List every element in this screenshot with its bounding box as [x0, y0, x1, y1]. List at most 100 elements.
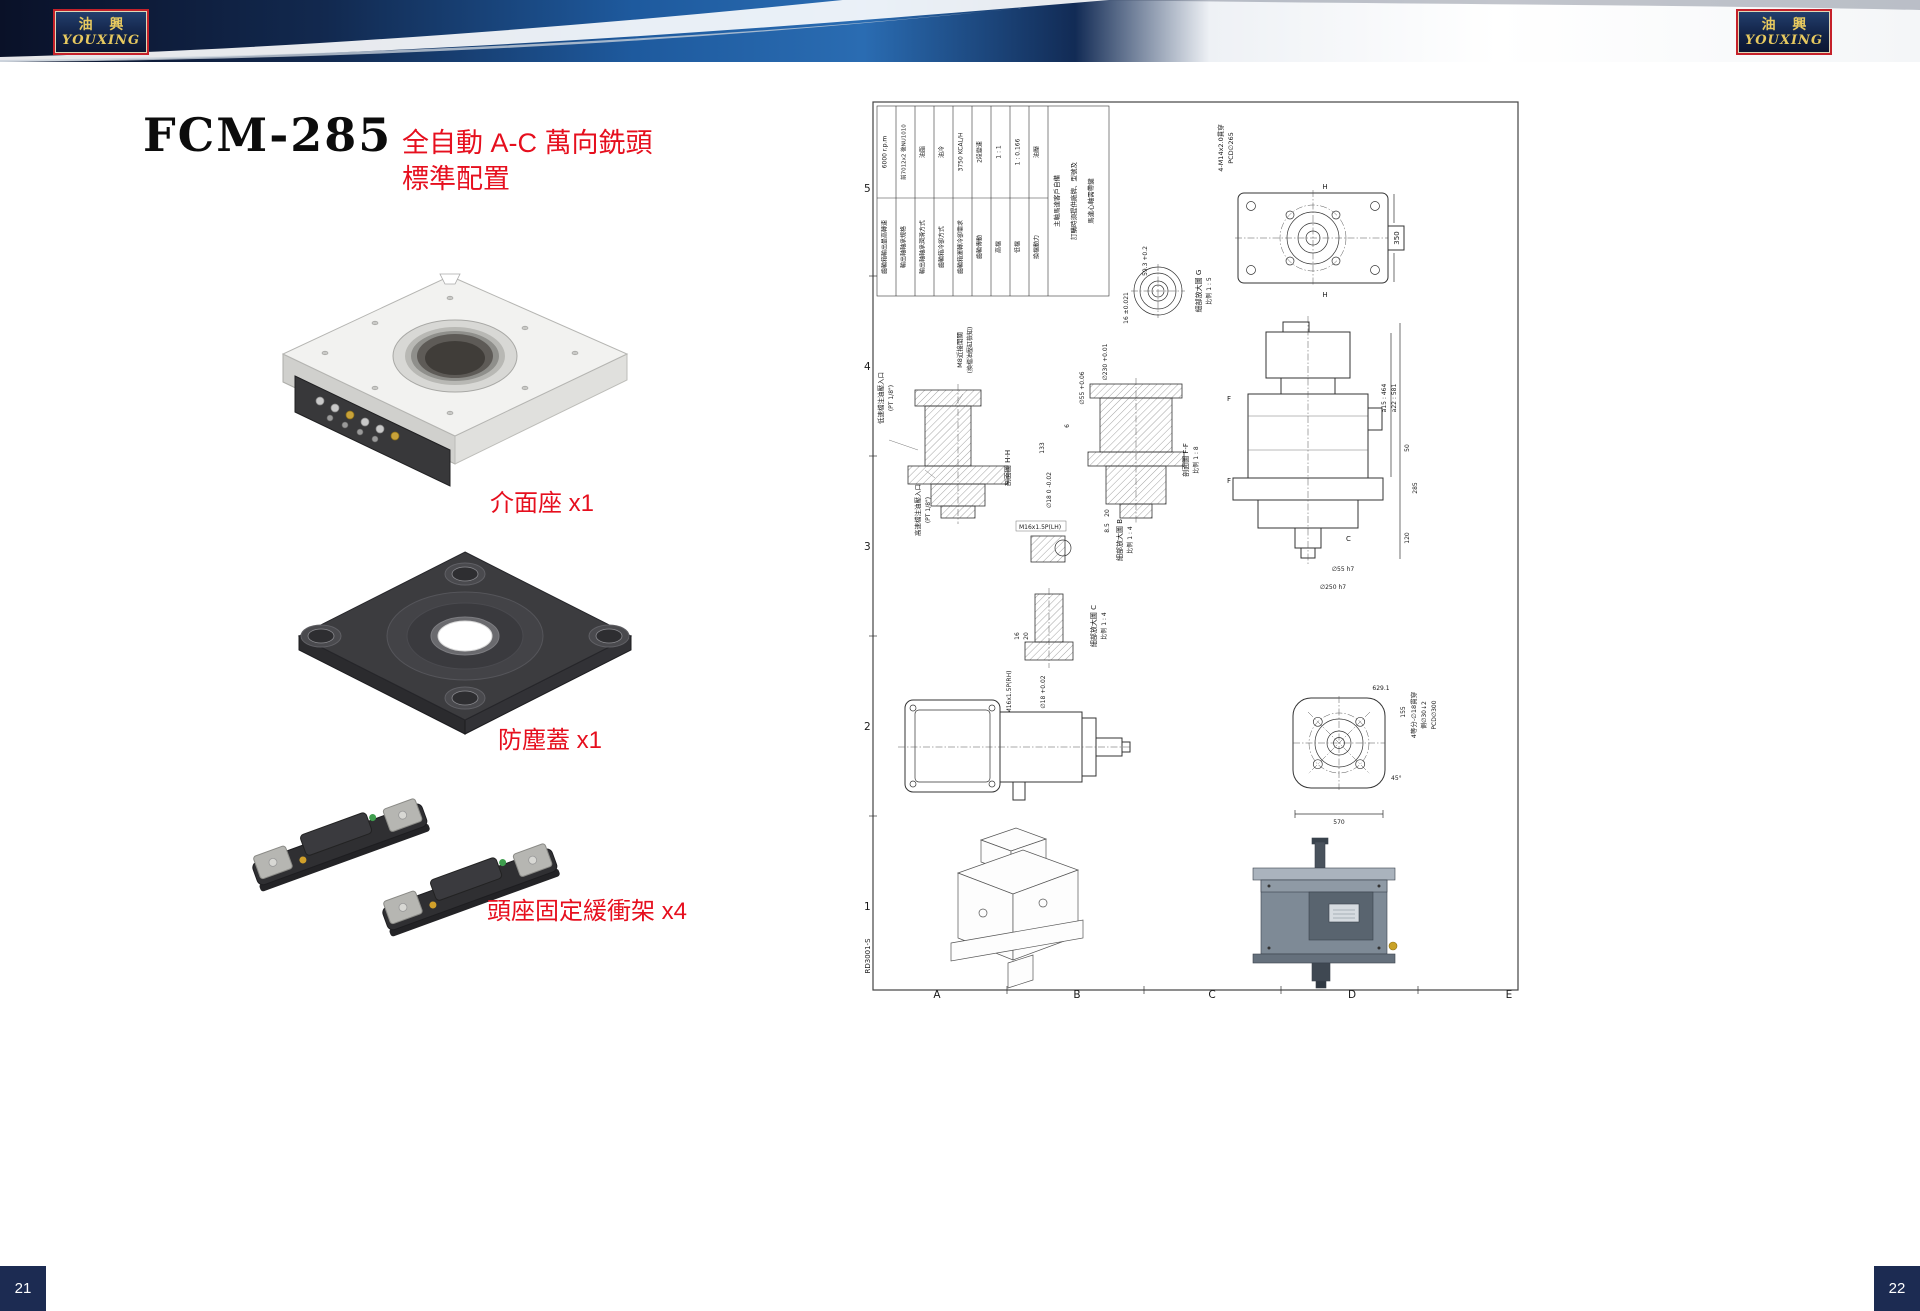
- product-label: 防塵蓋 x1: [498, 727, 603, 754]
- front-view: [898, 699, 1131, 801]
- detail-g-view: 59.3 +0.2 16 ±0.021 細部放大圖 G 比例 1 : 5: [1123, 246, 1213, 324]
- brand-name-en: YOUXING: [1744, 32, 1824, 48]
- callout-dim: 59.3 +0.2: [1142, 246, 1149, 276]
- callout-dim: 350: [1393, 231, 1401, 244]
- buffer-bracket-figure: [252, 798, 560, 937]
- spec-value: 前7012x2 後NU1010: [900, 124, 908, 180]
- view-title: 細部放大圖 C: [1089, 605, 1098, 647]
- doc-code: RD3001-S: [864, 938, 872, 974]
- detail-c-view: 16 20 細部放大圖 C 比例 1 : 4 M16x1.5P(RH) ∅18 …: [1006, 588, 1108, 713]
- callout-dim: 285: [1412, 482, 1419, 494]
- callout-dia: ∅55 +0.06: [1079, 371, 1086, 404]
- spec-table: 6000 r.p.m 前7012x2 後NU1010 油脂 油冷 3750 KC…: [876, 105, 1110, 297]
- spec-note: 主軸馬達客戶自備: [1052, 175, 1061, 228]
- callout-dim: 50: [1404, 444, 1411, 452]
- callout-dim: 120: [1404, 532, 1411, 544]
- callout-dim: 16: [1014, 632, 1021, 640]
- callout-thread: M16x1.5P(RH): [1006, 671, 1013, 714]
- callout-dim: 20: [1104, 509, 1111, 517]
- grid-row-label: 5: [864, 183, 871, 195]
- section-ff-view: ∅230 +0.01 ∅55 +0.06 133 6 ∅18 0 -0.02 2…: [1039, 343, 1200, 532]
- model-title: FCM-285: [143, 108, 393, 162]
- section-mark: F: [1227, 395, 1231, 403]
- view-scale: 比例 1 : 4: [1126, 526, 1134, 554]
- section-mark: F: [1227, 477, 1231, 485]
- spec-value: 油冷: [938, 146, 946, 158]
- subtitle: 全自動 A-C 萬向銑頭 標準配置: [402, 125, 653, 197]
- spec-value: 1 : 0.166: [1015, 138, 1022, 165]
- buffer-bracket-2: [382, 843, 560, 937]
- callout-dim: 8.5: [1104, 523, 1111, 533]
- callout-dia: ∅18 0 -0.02: [1046, 472, 1053, 508]
- view-title: 細部放大圖 G: [1194, 270, 1203, 313]
- page-number-right: 22: [1874, 1266, 1920, 1311]
- buffer-bracket-1: [252, 798, 430, 892]
- callout-bolt-pattern: 4-M14x2.0貫穿: [1216, 124, 1225, 172]
- callout-dim: 133: [1039, 442, 1046, 454]
- spec-value: 油壓: [1033, 146, 1041, 158]
- callout-dim: 570: [1333, 819, 1345, 826]
- callout-thread-size: (PT 1/8"): [888, 385, 895, 411]
- spec-name: 齒輪箱輸出最高轉速: [881, 220, 889, 274]
- callout-sensor: M8近接開關: [955, 332, 964, 368]
- callout-dim: 155: [1400, 706, 1407, 718]
- interface-seat-body: [281, 273, 629, 465]
- callout-thread-size: (PT 1/8"): [925, 497, 932, 523]
- technical-drawing-sheet: 5 4 3 2 1 A B C D E RD3001-S: [864, 101, 1519, 998]
- callout-pcd: PCD∅265: [1227, 132, 1235, 164]
- callout-dia: ∅250 h7: [1320, 584, 1346, 591]
- grid-col-label: D: [1348, 989, 1356, 998]
- section-hh-view: 低速檔注油壓入口 (PT 1/8") M8近接開關 (換檔油壓缸檢知) 高速檔注…: [876, 327, 1012, 536]
- grid-row-label: 2: [864, 721, 871, 733]
- callout-dia: ∅55 h7: [1332, 566, 1355, 573]
- callout-bolt-pattern: 4等分-∅18貫穿: [1409, 692, 1418, 738]
- top-banner: 油 興 YOUXING 油 興 YOUXING: [0, 0, 1920, 62]
- detail-b-view: M16x1.5P(LH) 細部放大圖 B 比例 1 : 4: [1015, 519, 1134, 563]
- dust-cover-figure: [297, 551, 633, 735]
- grid-col-label: A: [933, 989, 941, 998]
- view-title: 剖面圖 F-F: [1181, 443, 1190, 477]
- brand-name-en: YOUXING: [61, 32, 141, 48]
- spec-name: 高檔: [995, 241, 1003, 253]
- view-scale: 比例 1 : 4: [1100, 612, 1108, 640]
- dust-cover-body: [297, 551, 633, 735]
- page-number-left: 21: [0, 1266, 46, 1311]
- product-label: 頭座固定緩衝架 x4: [487, 898, 688, 925]
- sheet-frame: 5 4 3 2 1 A B C D E RD3001-S: [864, 101, 1519, 998]
- callout-dim: 6: [1064, 424, 1071, 428]
- spec-name: 換檔動力: [1033, 235, 1041, 259]
- callout-dim: a22 : 581: [1391, 384, 1398, 413]
- spec-name: 齒輪傳動: [976, 235, 984, 259]
- isometric-line-view: [950, 827, 1084, 989]
- banner-white-swoosh: [0, 0, 1110, 62]
- interface-seat-figure: [281, 273, 629, 487]
- spec-value: 2段變速: [976, 141, 984, 163]
- callout-angle: 45°: [1391, 775, 1402, 782]
- callout-dim: 629.1: [1372, 685, 1389, 692]
- callout-side-bore: 側∅30↓2: [1420, 701, 1428, 729]
- grid-col-label: C: [1208, 989, 1215, 998]
- flange-bottom-view: 629.1 155 4等分-∅18貫穿 側∅30↓2 PCD∅300 45° 5…: [1292, 685, 1438, 826]
- grid-row-label: 4: [864, 361, 871, 373]
- grid-row-label: 3: [864, 541, 871, 553]
- banner-top-edge: [1100, 0, 1920, 10]
- callout-dia: ∅230 +0.01: [1102, 343, 1109, 380]
- callout-dia: ∅18 +0.02: [1040, 675, 1047, 708]
- spec-note: 訂購時須提供廠牌、型號及: [1069, 162, 1078, 241]
- interface-seat-connector-block: [294, 375, 451, 487]
- grid-col-label: E: [1506, 989, 1513, 998]
- section-mark: H: [1322, 183, 1327, 191]
- callout-oil-port: 高速檔注油壓入口: [913, 484, 922, 536]
- spec-name: 輸出軸軸承潤滑方式: [919, 220, 927, 274]
- brand-logo-right: 油 興 YOUXING: [1736, 9, 1832, 55]
- section-mark: H: [1322, 291, 1327, 299]
- spec-note: 馬達心軸需帶鍵: [1086, 178, 1095, 224]
- spec-name: 齒輪箱運轉冷卻需求: [957, 220, 965, 274]
- spec-value: 6000 r.p.m: [882, 136, 889, 169]
- subtitle-line: 全自動 A-C 萬向銑頭: [402, 128, 653, 158]
- callout-dim: 16 ±0.021: [1123, 292, 1130, 324]
- callout-thread: M16x1.5P(LH): [1019, 524, 1061, 531]
- rendered-3d-view: [1252, 837, 1398, 989]
- brand-name-cn: 油 興: [1761, 16, 1813, 33]
